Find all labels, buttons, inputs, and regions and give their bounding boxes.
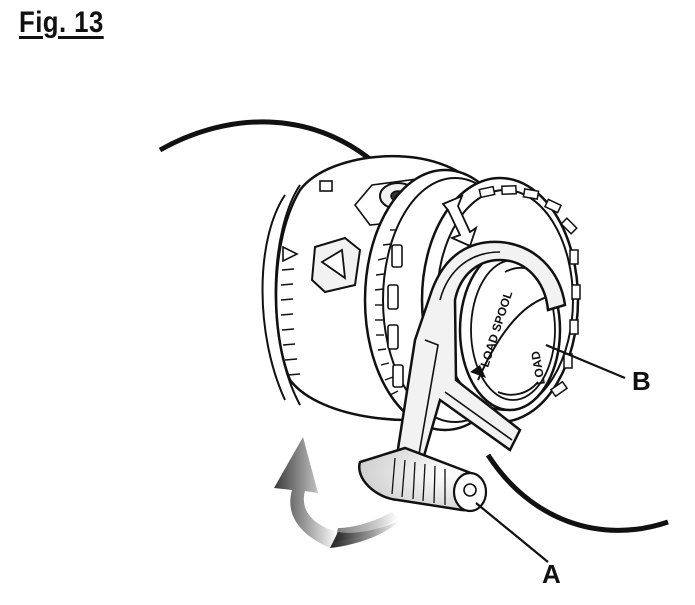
spool-cap: LOAD SPOOL LOAD bbox=[458, 248, 562, 412]
figure-title: Fig. 13 bbox=[19, 6, 104, 39]
spool-cap-text-2: LOAD bbox=[528, 350, 548, 386]
crank-arm bbox=[393, 240, 567, 472]
leader-line-a bbox=[475, 502, 549, 563]
trimmer-line-lower bbox=[485, 453, 669, 533]
crank-knob bbox=[357, 446, 488, 513]
rotation-arrow bbox=[274, 437, 400, 548]
callout-label-b: B bbox=[632, 366, 651, 396]
leader-line-b bbox=[545, 343, 626, 380]
callout-label-a: A bbox=[542, 559, 561, 589]
